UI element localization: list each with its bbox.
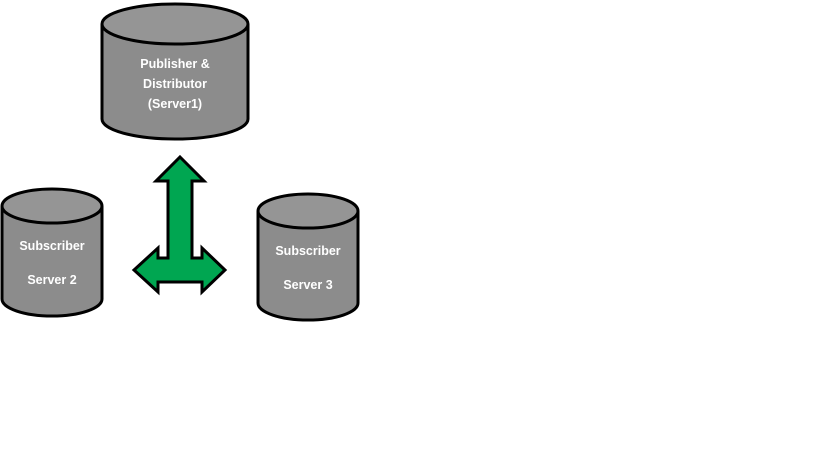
publisher-label-line1: Publisher & [140, 57, 209, 71]
server3-label-line2: Server 3 [283, 278, 332, 292]
server2-cylinder-top [0, 187, 104, 225]
server3-cylinder-body [256, 211, 360, 322]
publisher-label-line2: Distributor [143, 77, 207, 91]
three-way-replication-arrow-icon [131, 154, 228, 296]
server2-label-line2: Server 2 [27, 273, 76, 287]
server2-label-line1: Subscriber [19, 239, 84, 253]
publisher-cylinder-top [100, 2, 250, 46]
subscriber-server2-cylinder: Subscriber Server 2 [0, 187, 104, 318]
publisher-distributor-cylinder: Publisher & Distributor (Server1) [100, 2, 250, 141]
subscriber-server3-cylinder: Subscriber Server 3 [256, 192, 360, 322]
server3-cylinder-top [256, 192, 360, 230]
publisher-cylinder-body [100, 24, 250, 141]
server2-cylinder-body [0, 206, 104, 318]
server3-label-line1: Subscriber [275, 244, 340, 258]
publisher-label-line3: (Server1) [148, 97, 202, 111]
